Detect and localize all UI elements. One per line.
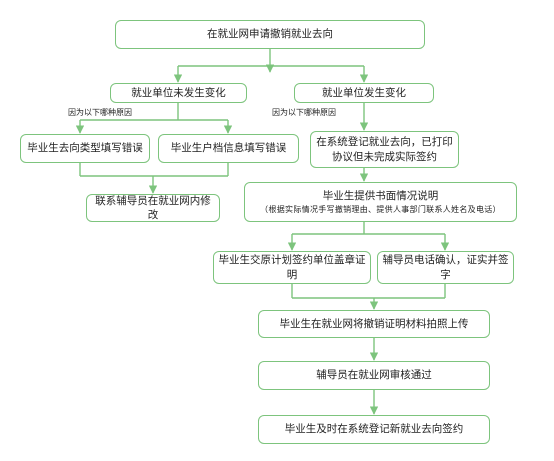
node-printed-line2: 协议但未完成实际签约 [332, 150, 437, 163]
node-proof: 毕业生交原计划签约单位盖章证明 [213, 251, 371, 284]
node-relogin: 毕业生及时在系统登记新就业去向签约 [258, 415, 490, 444]
node-no-change-text: 就业单位未发生变化 [131, 86, 226, 99]
node-review-text: 辅导员在就业网审核通过 [316, 369, 432, 382]
node-modify: 联系辅导员在就业网内修改 [86, 194, 220, 222]
node-start: 在就业网申请撤销就业去向 [115, 20, 425, 49]
node-confirm: 辅导员电话确认，证实并签字 [377, 251, 514, 284]
node-relogin-text: 毕业生及时在系统登记新就业去向签约 [284, 423, 464, 436]
node-proof-text: 毕业生交原计划签约单位盖章证明 [218, 254, 366, 281]
node-changed: 就业单位发生变化 [294, 83, 434, 103]
node-confirm-text: 辅导员电话确认，证实并签字 [382, 254, 509, 281]
node-printed-line1: 在系统登记就业去向，已打印 [316, 136, 453, 149]
node-changed-text: 就业单位发生变化 [322, 86, 406, 99]
node-file-error-text: 毕业生户档信息填写错误 [170, 142, 287, 155]
label-reason-right: 因为以下哪种原因 [272, 108, 336, 117]
node-file-error: 毕业生户档信息填写错误 [158, 134, 299, 163]
node-written-main: 毕业生提供书面情况说明 [322, 189, 439, 202]
node-upload-text: 毕业生在就业网将撤销证明材料拍照上传 [279, 317, 469, 330]
node-review: 辅导员在就业网审核通过 [258, 361, 490, 390]
node-written: 毕业生提供书面情况说明 （根据实际情况手写撤销理由、提供人事部门联系人姓名及电话… [244, 182, 517, 222]
node-upload: 毕业生在就业网将撤销证明材料拍照上传 [258, 310, 490, 338]
node-no-change: 就业单位未发生变化 [110, 83, 247, 103]
node-type-error: 毕业生去向类型填写错误 [20, 134, 150, 163]
node-printed: 在系统登记就业去向，已打印 协议但未完成实际签约 [310, 131, 459, 168]
label-reason-left: 因为以下哪种原因 [68, 108, 132, 117]
node-start-text: 在就业网申请撤销就业去向 [207, 28, 333, 41]
node-modify-text: 联系辅导员在就业网内修改 [95, 194, 211, 221]
node-type-error-text: 毕业生去向类型填写错误 [27, 142, 143, 155]
node-written-sub: （根据实际情况手写撤销理由、提供人事部门联系人姓名及电话） [260, 204, 501, 214]
